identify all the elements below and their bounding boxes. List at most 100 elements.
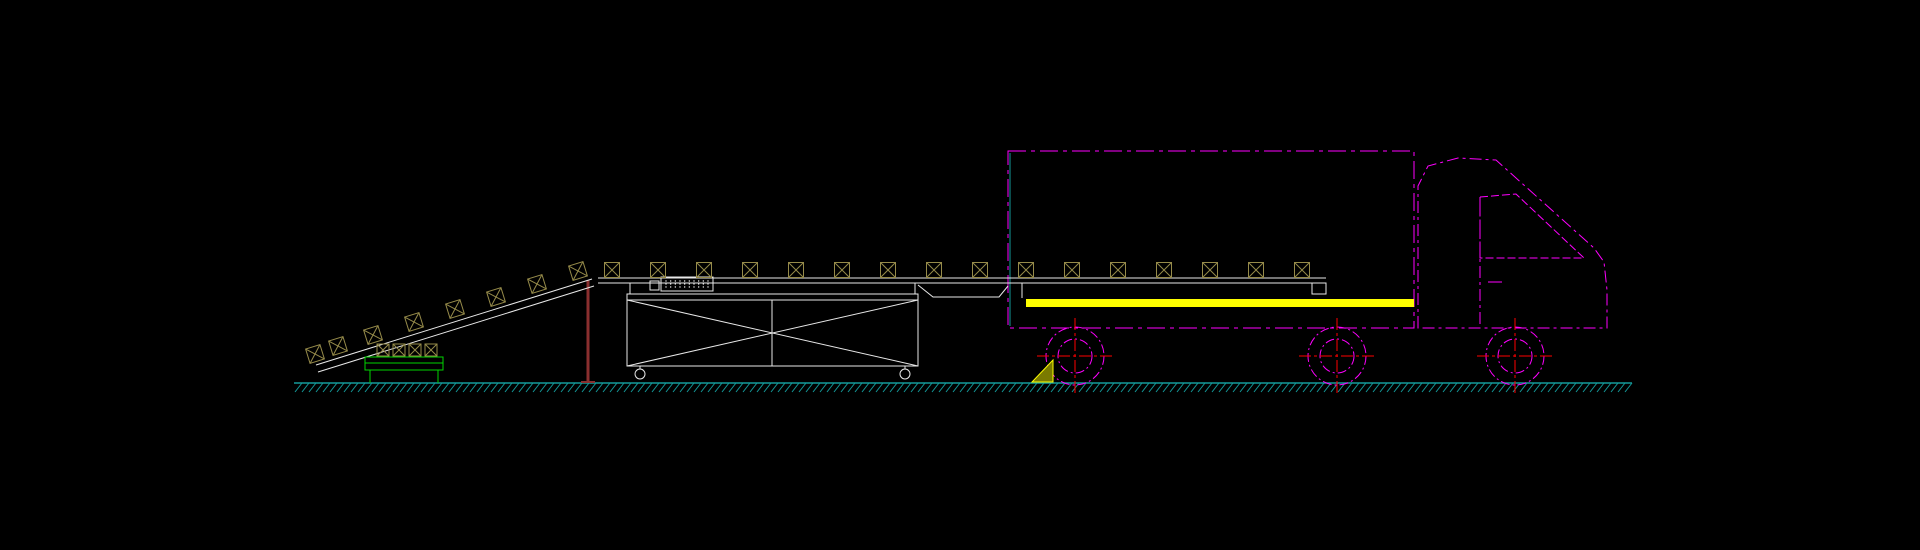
package-outline — [1018, 262, 1034, 278]
wheel-chock — [1030, 358, 1054, 383]
ground-hatch-tick — [364, 382, 373, 393]
ground-hatch-tick — [672, 382, 681, 393]
ground-hatch-tick — [1162, 382, 1171, 393]
incline-rail — [315, 278, 593, 366]
package-outline — [1064, 262, 1080, 278]
ground-hatch-tick — [406, 382, 415, 393]
ground-hatch-tick — [1253, 382, 1262, 393]
package-box — [1248, 262, 1264, 278]
ground-hatch-tick — [819, 382, 828, 393]
package-outline — [972, 262, 988, 278]
drive-unit-dot — [669, 280, 672, 282]
ground-hatch-tick — [1554, 382, 1563, 393]
package-box — [567, 260, 589, 282]
ground-hatch-tick — [1183, 382, 1192, 393]
ground-hatch-tick — [693, 382, 702, 393]
ground-hatch-tick — [1498, 382, 1507, 393]
ground-hatch-tick — [308, 382, 317, 393]
ground-hatch-tick — [1267, 382, 1276, 393]
ground-hatch-tick — [1575, 382, 1584, 393]
ground-hatch-tick — [973, 382, 982, 393]
drive-unit-dot — [683, 286, 686, 288]
ground-hatch-tick — [1218, 382, 1227, 393]
ground-hatch-tick — [1365, 382, 1374, 393]
ground-hatch-tick — [553, 382, 562, 393]
belt-end-bracket — [1311, 282, 1327, 295]
package-outline — [880, 262, 896, 278]
package-outline — [408, 343, 422, 357]
ground-hatch-tick — [1351, 382, 1360, 393]
ground-hatch-tick — [1449, 382, 1458, 393]
ground-hatch-tick — [735, 382, 744, 393]
drive-unit-dot — [665, 283, 667, 285]
package-outline — [650, 262, 666, 278]
ground-hatch-tick — [637, 382, 646, 393]
ground-hatch-tick — [798, 382, 807, 393]
ground-hatch-tick — [1232, 382, 1241, 393]
ground-hatch-tick — [1127, 382, 1136, 393]
package-x-line — [742, 262, 758, 278]
package-box — [1156, 262, 1172, 278]
ground-hatch-tick — [581, 382, 590, 393]
ground-hatch-tick — [1372, 382, 1381, 393]
package-x-line — [1294, 262, 1310, 278]
ground-hatch-tick — [651, 382, 660, 393]
ground-hatch-tick — [1316, 382, 1325, 393]
package-outline — [1202, 262, 1218, 278]
ground-hatch-tick — [770, 382, 779, 393]
ground-hatch-tick — [1561, 382, 1570, 393]
package-box — [408, 343, 422, 357]
wheel — [1037, 318, 1113, 394]
ground-hatch-tick — [1008, 382, 1017, 393]
package-box — [696, 262, 712, 278]
ground-hatch-tick — [1428, 382, 1437, 393]
ground-hatch-tick — [1281, 382, 1290, 393]
ground-hatch-tick — [1169, 382, 1178, 393]
ground-hatch-tick — [1547, 382, 1556, 393]
ground-hatch-tick — [1470, 382, 1479, 393]
package-box — [526, 273, 548, 295]
ground-hatch-tick — [483, 382, 492, 393]
ground-hatch-tick — [931, 382, 940, 393]
ground-hatch-tick — [749, 382, 758, 393]
ground-hatch-tick — [1344, 382, 1353, 393]
ground-hatch-tick — [861, 382, 870, 393]
ground-hatch-tick — [644, 382, 653, 393]
package-x-line — [424, 343, 438, 357]
ground-hatch-tick — [399, 382, 408, 393]
ground-hatch-tick — [833, 382, 842, 393]
package-box — [485, 286, 507, 308]
ground-hatch-tick — [1568, 382, 1577, 393]
package-box — [1202, 262, 1218, 278]
ground-hatch-tick — [945, 382, 954, 393]
package-outline — [1110, 262, 1126, 278]
package-box — [1064, 262, 1080, 278]
ground-hatch-tick — [1533, 382, 1542, 393]
package-outline — [742, 262, 758, 278]
drive-unit-dot — [688, 280, 691, 282]
ground-hatch-tick — [1393, 382, 1402, 393]
ground-hatch-tick — [1120, 382, 1129, 393]
package-outline — [1248, 262, 1264, 278]
ground-hatch-tick — [1057, 382, 1066, 393]
ground-hatch-tick — [1078, 382, 1087, 393]
ground-hatch-tick — [1477, 382, 1486, 393]
ground-hatch-tick — [1435, 382, 1444, 393]
package-outline — [1294, 262, 1310, 278]
drive-unit-dot — [683, 280, 686, 282]
ground-hatch-tick — [315, 382, 324, 393]
ground-hatch-tick — [742, 382, 751, 393]
ground-hatch-tick — [518, 382, 527, 393]
package-box — [972, 262, 988, 278]
ground-hatch-tick — [1190, 382, 1199, 393]
package-outline — [788, 262, 804, 278]
ground-hatch-tick — [329, 382, 338, 393]
package-box — [604, 262, 620, 278]
drive-unit-dot — [702, 280, 705, 282]
ground-hatch-tick — [1001, 382, 1010, 393]
ground-hatch-tick — [448, 382, 457, 393]
ground-hatch-tick — [1386, 382, 1395, 393]
package-box — [788, 262, 804, 278]
ground-hatch-tick — [441, 382, 450, 393]
ground-hatch-tick — [1526, 382, 1535, 393]
